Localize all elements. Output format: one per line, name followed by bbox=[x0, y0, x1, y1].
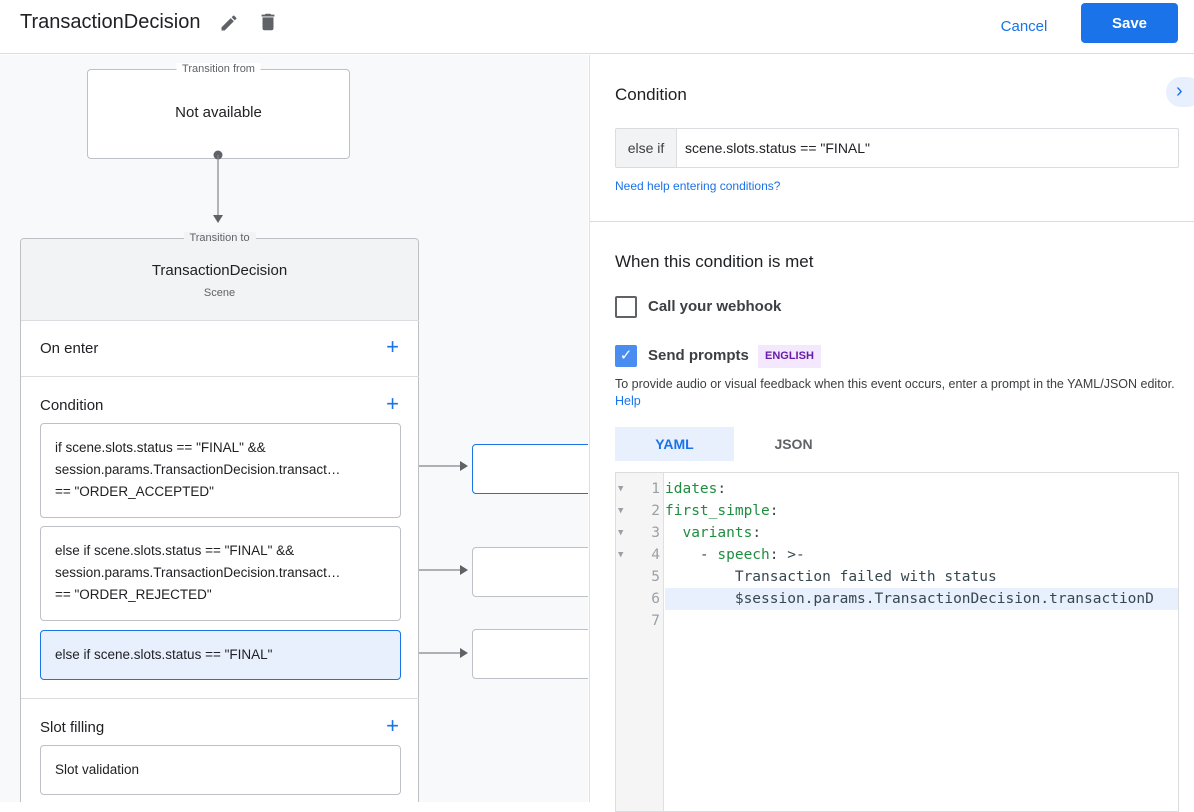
trash-icon[interactable] bbox=[257, 11, 279, 33]
condition-text: == "ORDER_ACCEPTED" bbox=[55, 484, 214, 499]
save-button[interactable]: Save bbox=[1081, 3, 1178, 43]
line-number: 2 bbox=[651, 503, 660, 519]
description-text: To provide audio or visual feedback when… bbox=[615, 377, 1175, 391]
prompt-description: To provide audio or visual feedback when… bbox=[615, 376, 1175, 410]
header: TransactionDecision Cancel Save bbox=[0, 0, 1194, 54]
line-number: 6 bbox=[651, 591, 660, 607]
condition-text: if scene.slots.status == "FINAL" && bbox=[55, 440, 266, 455]
flow-canvas: Transition from Not available Transition… bbox=[0, 55, 588, 802]
condition-card-selected[interactable]: else if scene.slots.status == "FINAL" bbox=[40, 630, 401, 680]
condition-value[interactable]: scene.slots.status == "FINAL" bbox=[685, 140, 871, 156]
condition-section: Condition + if scene.slots.status == "FI… bbox=[21, 376, 419, 698]
condition-prefix: else if bbox=[616, 129, 677, 167]
slot-validation-card[interactable]: Slot validation bbox=[40, 745, 401, 795]
condition-card[interactable]: else if scene.slots.status == "FINAL" &&… bbox=[40, 526, 401, 621]
code-key: first_simple bbox=[665, 503, 770, 519]
slot-validation-label: Slot validation bbox=[55, 762, 140, 777]
tab-json[interactable]: JSON bbox=[774, 436, 813, 452]
language-badge: ENGLISH bbox=[758, 345, 821, 368]
send-prompts-checkbox[interactable]: ✓ bbox=[615, 345, 637, 367]
active-line-highlight bbox=[665, 588, 1178, 610]
code-punct: : bbox=[752, 525, 762, 541]
add-slot-icon[interactable]: + bbox=[386, 713, 399, 738]
divider bbox=[590, 221, 1194, 222]
condition-label: Condition bbox=[40, 397, 104, 414]
editor-gutter bbox=[616, 473, 664, 811]
condition-text: session.params.TransactionDecision.trans… bbox=[55, 462, 341, 477]
line-number: 5 bbox=[651, 569, 660, 585]
code-key: idates bbox=[665, 481, 718, 497]
pencil-icon[interactable] bbox=[219, 13, 239, 33]
webhook-label: Call your webhook bbox=[648, 298, 782, 315]
fold-arrow-icon[interactable]: ▼ bbox=[618, 550, 624, 560]
target-node[interactable] bbox=[472, 547, 588, 597]
code-indent bbox=[665, 525, 682, 541]
line-number: 7 bbox=[651, 613, 660, 629]
fold-arrow-icon[interactable]: ▼ bbox=[618, 484, 624, 494]
code-line: - speech: >- bbox=[665, 544, 805, 566]
condition-text: session.params.TransactionDecision.trans… bbox=[55, 565, 341, 580]
transition-from-box: Transition from Not available bbox=[87, 63, 350, 159]
code-line: $session.params.TransactionDecision.tran… bbox=[665, 591, 1154, 607]
code-line: variants: bbox=[665, 522, 761, 544]
code-key: variants bbox=[682, 525, 753, 541]
slot-filling-label: Slot filling bbox=[40, 719, 105, 736]
condition-panel: › Condition else if scene.slots.status =… bbox=[589, 55, 1194, 812]
transition-from-label: Transition from bbox=[176, 63, 261, 75]
scene-type: Scene bbox=[203, 287, 236, 299]
condition-input[interactable]: else if scene.slots.status == "FINAL" bbox=[615, 128, 1179, 168]
line-number: 4 bbox=[651, 547, 660, 563]
code-punct: : bbox=[769, 503, 779, 519]
condition-text: else if scene.slots.status == "FINAL" bbox=[55, 647, 273, 662]
add-on-enter-icon[interactable]: + bbox=[386, 334, 399, 359]
on-enter-section[interactable]: On enter + bbox=[21, 320, 419, 376]
transition-to-label: Transition to bbox=[183, 232, 256, 244]
line-number: 3 bbox=[651, 525, 660, 541]
condition-text: else if scene.slots.status == "FINAL" && bbox=[55, 543, 295, 558]
condition-text: == "ORDER_REJECTED" bbox=[55, 587, 212, 602]
add-condition-icon[interactable]: + bbox=[386, 391, 399, 416]
line-number: 1 bbox=[651, 481, 660, 497]
scene-header bbox=[21, 239, 418, 320]
code-punct: : bbox=[717, 481, 727, 497]
scene-title: TransactionDecision bbox=[20, 11, 201, 33]
on-enter-label: On enter bbox=[40, 340, 99, 357]
scene-name: TransactionDecision bbox=[151, 262, 288, 279]
condition-card[interactable]: if scene.slots.status == "FINAL" && sess… bbox=[40, 423, 401, 518]
code-editor[interactable]: 1 ▼ idates: 2 ▼ first_simple: 3 ▼ variants: 4 ▼ -… bbox=[615, 472, 1179, 812]
fold-arrow-icon[interactable]: ▼ bbox=[618, 506, 624, 516]
help-conditions-link[interactable]: Need help entering conditions? bbox=[615, 179, 781, 193]
help-link[interactable]: Help bbox=[615, 394, 641, 408]
cancel-button[interactable]: Cancel bbox=[980, 12, 1068, 40]
tab-yaml[interactable]: YAML bbox=[615, 427, 734, 461]
target-node[interactable] bbox=[472, 444, 588, 494]
code-line: idates: bbox=[665, 478, 726, 500]
collapse-panel-chevron-icon[interactable]: › bbox=[1166, 77, 1194, 107]
code-key: speech bbox=[717, 547, 770, 563]
code-indent: - bbox=[665, 547, 718, 563]
slot-filling-section: Slot filling + Slot validation bbox=[21, 698, 419, 802]
code-line: Transaction failed with status bbox=[665, 569, 997, 585]
send-prompts-label: Send prompts bbox=[648, 347, 749, 364]
met-title: When this condition is met bbox=[615, 252, 814, 271]
target-node[interactable] bbox=[472, 629, 588, 679]
condition-title: Condition bbox=[615, 85, 687, 104]
transition-from-value: Not available bbox=[175, 104, 262, 121]
code-punct: : >- bbox=[769, 547, 805, 563]
webhook-checkbox[interactable] bbox=[615, 296, 637, 318]
scene-box: Transition to TransactionDecision Scene … bbox=[20, 232, 419, 802]
code-line: first_simple: bbox=[665, 500, 779, 522]
fold-arrow-icon[interactable]: ▼ bbox=[618, 528, 624, 538]
